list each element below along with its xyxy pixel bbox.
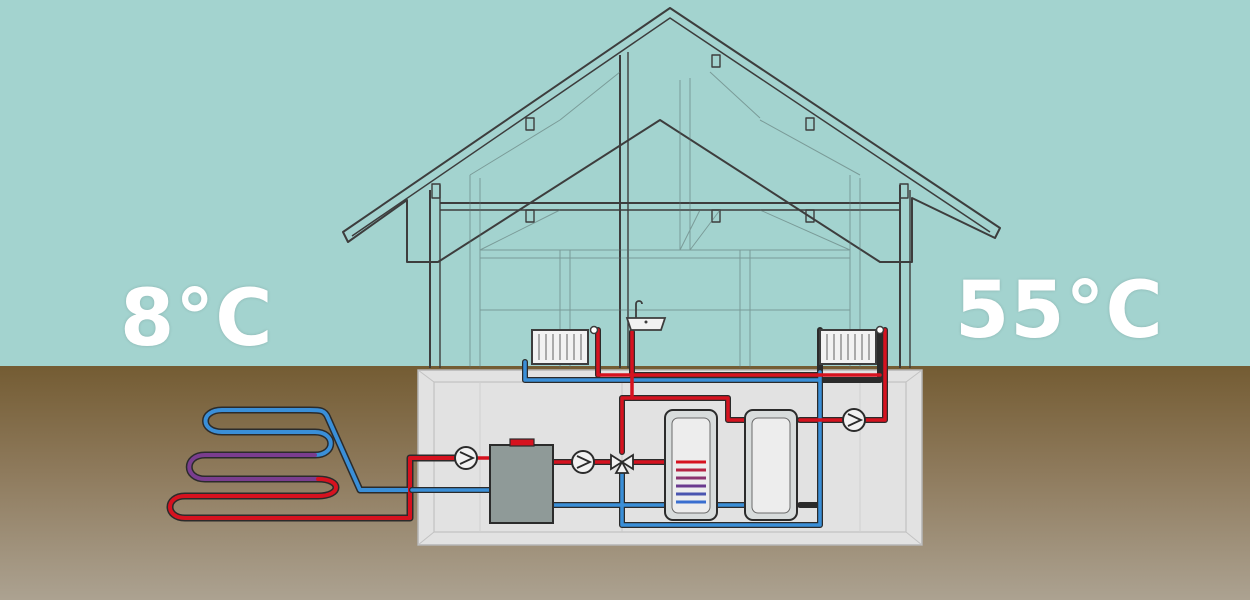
hot-water-tank xyxy=(664,409,718,521)
circulation-pump-icon xyxy=(454,446,478,470)
radiator-icon xyxy=(819,325,885,365)
sink-icon xyxy=(625,300,667,331)
circulation-pump-icon xyxy=(571,450,595,474)
buffer-tank xyxy=(744,409,798,521)
roof xyxy=(342,7,1001,263)
house xyxy=(342,7,1001,368)
outside-temperature-label: 8°C xyxy=(120,274,274,364)
radiator-icon xyxy=(531,325,599,365)
sky xyxy=(0,0,1250,368)
three-way-valve-icon xyxy=(610,453,634,474)
inside-temperature-label: 55°C xyxy=(955,266,1164,356)
ground-collector-coil xyxy=(166,406,459,522)
heat-pump-unit xyxy=(489,438,554,524)
circulation-pump-icon xyxy=(842,408,866,432)
